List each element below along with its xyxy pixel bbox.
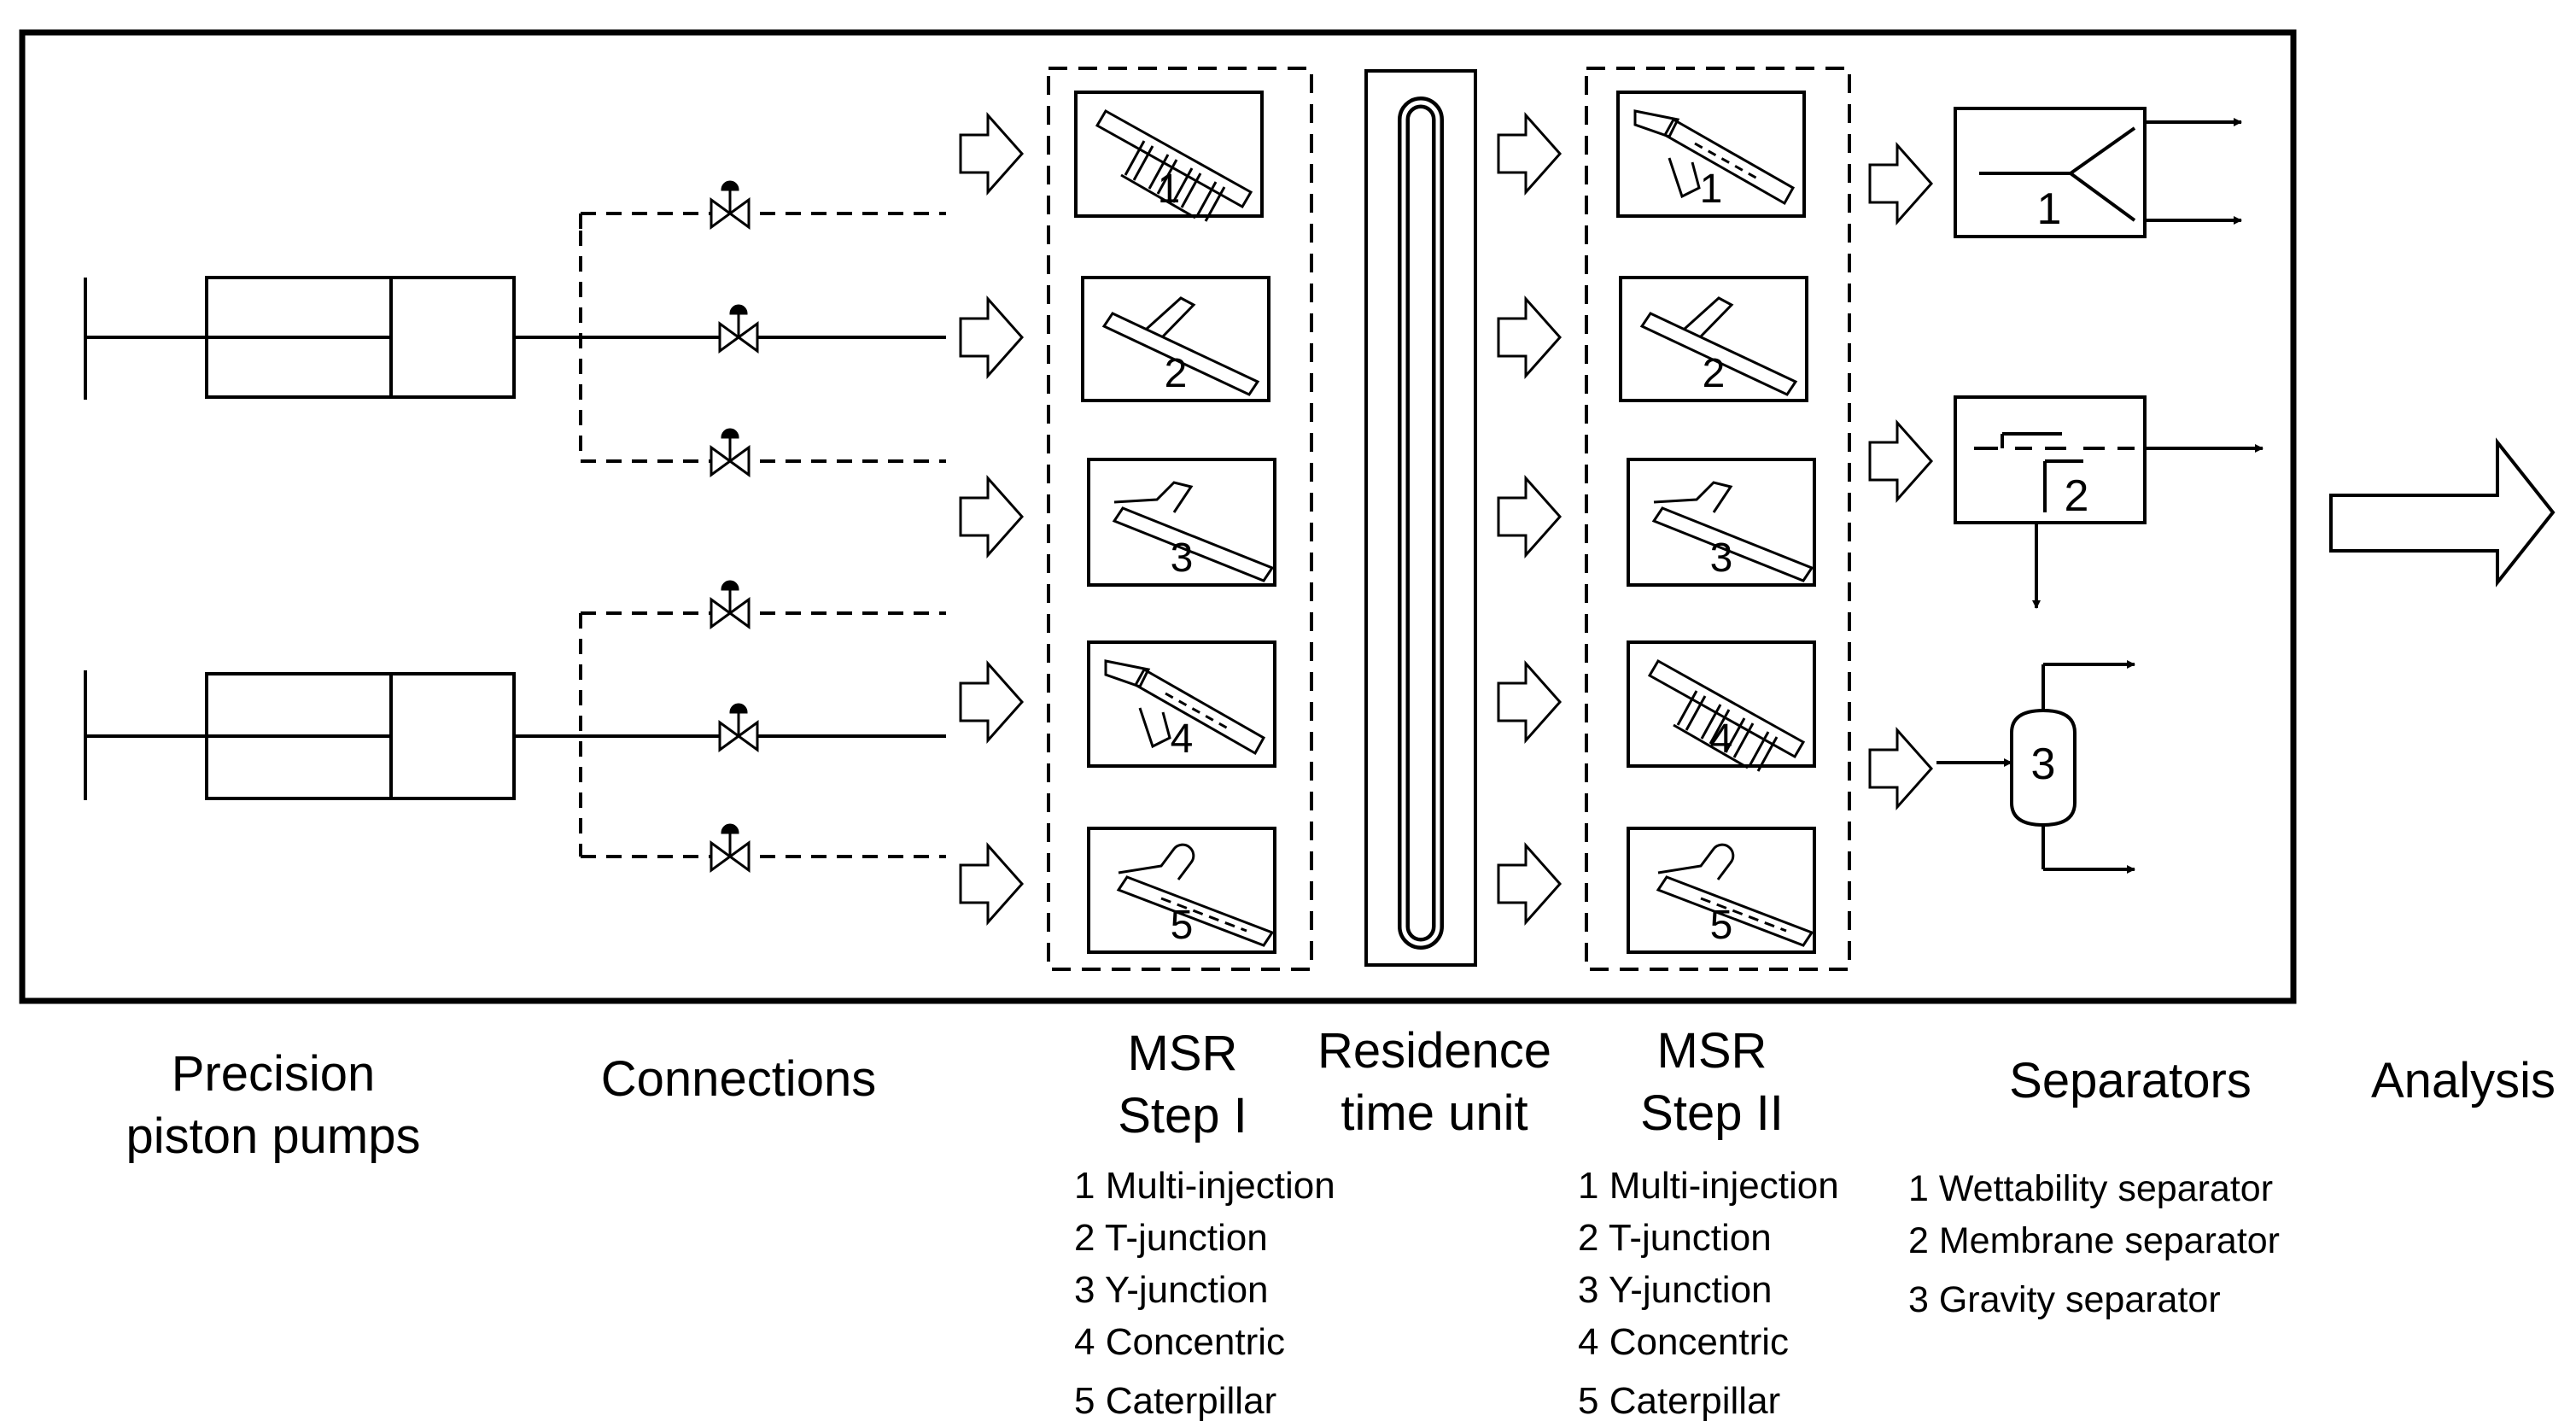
legend-msr1-item: 5 Caterpillar bbox=[1074, 1380, 1277, 1422]
legend-msr1-item: 3 Y-junction bbox=[1074, 1269, 1269, 1311]
valve-icon bbox=[718, 703, 759, 752]
flow-arrow-icon bbox=[959, 112, 1025, 196]
flow-arrow-icon bbox=[1497, 112, 1563, 196]
legend-msr1-item: 2 T-junction bbox=[1074, 1217, 1268, 1259]
piston-pump-upper bbox=[84, 276, 581, 400]
mixer-number: 5 bbox=[1710, 903, 1733, 948]
valve-icon bbox=[710, 428, 751, 477]
mixer-number: 3 bbox=[1710, 535, 1733, 581]
label-msr-step-1: MSR Step I bbox=[1118, 1026, 1247, 1143]
caterpillar-icon bbox=[1116, 843, 1275, 947]
flow-arrow-icon bbox=[959, 295, 1025, 379]
concentric-icon bbox=[1104, 659, 1266, 756]
legend-separators-item: 2 Membrane separator bbox=[1908, 1220, 2280, 1261]
flow-arrow-icon bbox=[1497, 295, 1563, 379]
label-separators: Separators bbox=[2009, 1053, 2252, 1108]
flow-arrow-icon bbox=[959, 842, 1025, 926]
mixer-number: 2 bbox=[1703, 351, 1726, 396]
connections-lower bbox=[579, 611, 946, 858]
valve-icon bbox=[710, 580, 751, 629]
msr-step-2-cells: 1 2 3 4 5 bbox=[1616, 91, 1816, 954]
valve-icon bbox=[718, 304, 759, 354]
separator-3-number: 3 bbox=[2031, 740, 2056, 789]
mixer-number: 1 bbox=[1158, 167, 1181, 212]
mixer-cell: 2 bbox=[1081, 276, 1270, 402]
mixer-cell: 5 bbox=[1087, 827, 1276, 954]
mixer-cell: 3 bbox=[1087, 458, 1276, 587]
mixer-number: 3 bbox=[1171, 535, 1194, 581]
t-junction-icon bbox=[1101, 296, 1260, 396]
legend-msr1-item: 1 Multi-injection bbox=[1074, 1165, 1335, 1207]
flow-arrow-icon bbox=[959, 660, 1025, 744]
flow-arrow-icon bbox=[1868, 727, 1934, 810]
mixer-cell: 4 bbox=[1627, 640, 1816, 772]
legend-separators-item: 1 Wettability separator bbox=[1908, 1168, 2274, 1209]
mixer-number: 4 bbox=[1710, 716, 1733, 762]
mixer-cell: 2 bbox=[1619, 276, 1808, 402]
valve-icon bbox=[710, 180, 751, 230]
label-analysis: Analysis bbox=[2371, 1053, 2556, 1108]
label-residence-time-unit: Residence time unit bbox=[1317, 1023, 1552, 1141]
mixer-number: 4 bbox=[1171, 716, 1194, 762]
mixer-cell: 4 bbox=[1087, 640, 1276, 768]
flow-arrow-icon bbox=[1868, 419, 1934, 503]
y-junction-icon bbox=[1112, 481, 1275, 582]
multi-injection-icon bbox=[1647, 658, 1806, 772]
multi-injection-icon bbox=[1095, 108, 1253, 222]
msr-step-1-group bbox=[1047, 67, 1313, 971]
label-connections: Connections bbox=[600, 1051, 877, 1107]
legend-msr2-item: 1 Multi-injection bbox=[1578, 1165, 1839, 1207]
residence-time-unit bbox=[1364, 69, 1477, 967]
legend-msr2-item: 2 T-junction bbox=[1578, 1217, 1772, 1259]
legend-msr-step-2: 1 Multi-injection 2 T-junction 3 Y-junct… bbox=[1578, 1160, 1839, 1427]
gravity-separator bbox=[1936, 660, 2135, 874]
mixer-number: 5 bbox=[1171, 903, 1194, 948]
legend-msr2-item: 5 Caterpillar bbox=[1578, 1380, 1781, 1422]
caterpillar-icon bbox=[1656, 843, 1814, 947]
legend-msr2-item: 3 Y-junction bbox=[1578, 1269, 1773, 1311]
flow-arrow-icon bbox=[1497, 475, 1563, 559]
membrane-separator bbox=[1954, 395, 2263, 609]
legend-separators: 1 Wettability separator 2 Membrane separ… bbox=[1908, 1163, 2280, 1326]
analysis-arrow bbox=[2329, 437, 2556, 588]
mixer-cell: 5 bbox=[1627, 827, 1816, 954]
mixer-number: 2 bbox=[1165, 351, 1188, 396]
system-frame bbox=[19, 29, 2297, 1004]
flow-arrow-icon bbox=[1868, 142, 1934, 225]
mixer-cell: 3 bbox=[1627, 458, 1816, 587]
mixer-cell: 1 bbox=[1074, 91, 1264, 222]
label-msr-step-2: MSR Step II bbox=[1640, 1023, 1784, 1141]
t-junction-icon bbox=[1639, 296, 1798, 396]
wettability-separator bbox=[1954, 107, 2242, 238]
mixer-cell: 1 bbox=[1616, 91, 1806, 218]
legend-separators-item: 3 Gravity separator bbox=[1908, 1279, 2221, 1320]
valve-icon bbox=[710, 823, 751, 873]
concentric-icon bbox=[1633, 109, 1796, 206]
mixer-number: 1 bbox=[1700, 167, 1723, 212]
separator-2-number: 2 bbox=[2065, 471, 2089, 521]
flow-arrow-icon bbox=[959, 475, 1025, 559]
flow-arrows bbox=[959, 112, 1934, 926]
flow-arrow-icon bbox=[1497, 842, 1563, 926]
legend-msr1-item: 4 Concentric bbox=[1074, 1321, 1286, 1363]
flow-arrow-icon bbox=[1497, 660, 1563, 744]
legend-msr2-item: 4 Concentric bbox=[1578, 1321, 1790, 1363]
label-precision-piston-pumps: Precision piston pumps bbox=[126, 1046, 421, 1164]
valves bbox=[710, 180, 759, 873]
legend-msr-step-1: 1 Multi-injection 2 T-junction 3 Y-junct… bbox=[1074, 1160, 1335, 1427]
connections-upper bbox=[579, 212, 946, 463]
msr-step-1-cells: 1 2 3 4 5 bbox=[1074, 91, 1276, 954]
separator-1-number: 1 bbox=[2037, 184, 2062, 234]
piston-pump-lower bbox=[84, 670, 581, 800]
y-junction-icon bbox=[1651, 481, 1814, 582]
msr-step-2-group bbox=[1585, 67, 1851, 971]
